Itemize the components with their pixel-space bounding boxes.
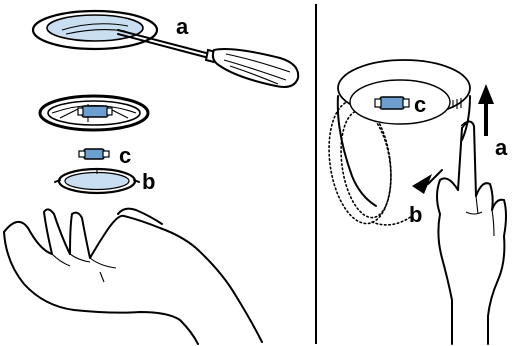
lens-cover	[55, 169, 139, 193]
label-turn: b	[409, 202, 422, 227]
label-cover: b	[142, 169, 155, 194]
label-push-up: a	[495, 135, 508, 160]
bulb-icon	[82, 106, 108, 117]
label-screwdriver: a	[176, 14, 189, 39]
push-up-arrow-icon	[478, 84, 494, 136]
bulb-icon-right	[380, 97, 404, 109]
loose-bulb	[79, 149, 109, 159]
lamp-cover-top	[33, 11, 157, 49]
left-panel: a c b	[4, 11, 298, 344]
right-panel: c a b	[322, 60, 508, 344]
lamp-fixture	[40, 96, 148, 130]
label-bulb-left: c	[119, 143, 131, 168]
label-bulb-right: c	[414, 92, 426, 117]
open-hand	[4, 209, 262, 344]
lamp-dome	[338, 60, 470, 206]
